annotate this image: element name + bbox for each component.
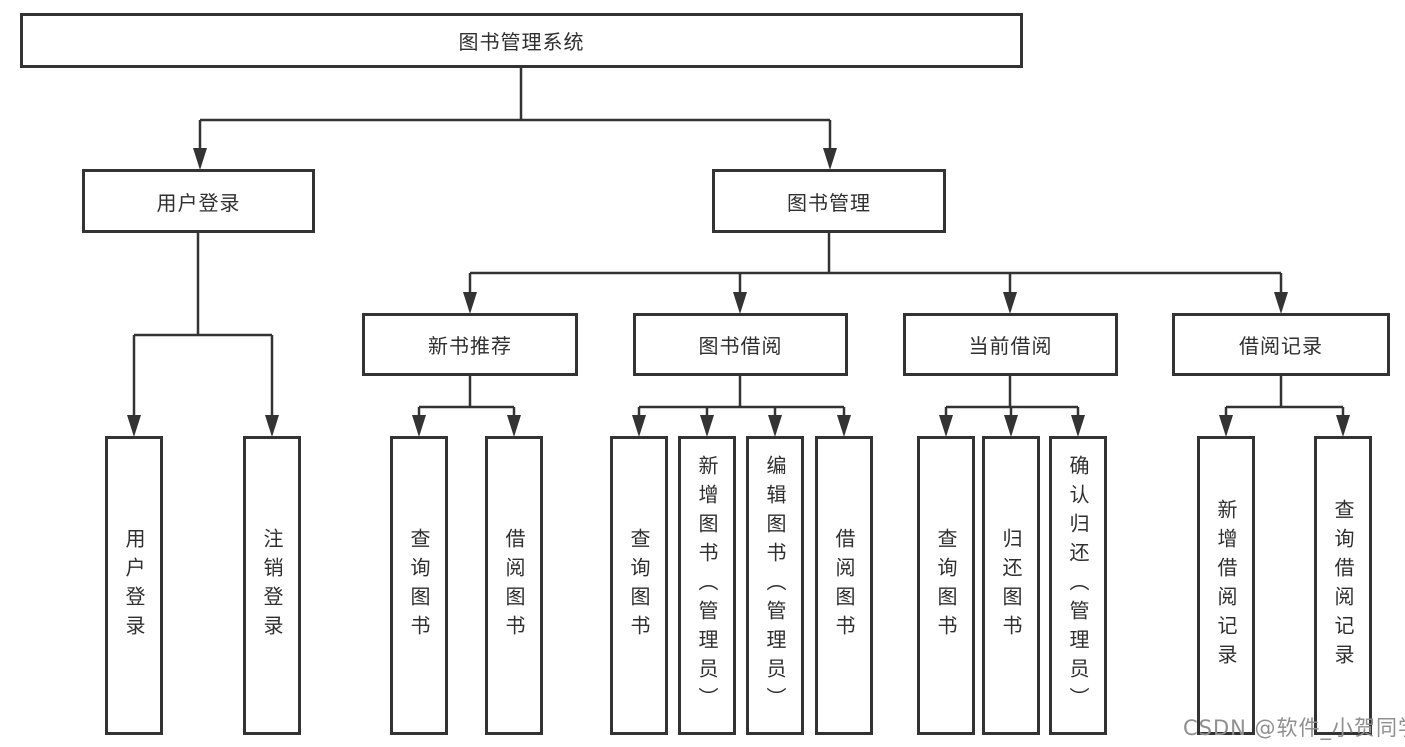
node-new-book-recommend: 新书推荐 [362, 313, 578, 376]
leaf-borrow-book-2-label: 借阅图书 [832, 527, 856, 644]
connector-userlogin-to-leaves [127, 233, 279, 437]
node-new-book-recommend-label: 新书推荐 [428, 334, 512, 358]
arrowhead-icon [412, 415, 426, 437]
node-current-borrow-label: 当前借阅 [968, 334, 1053, 358]
arrowhead-icon [1003, 292, 1017, 314]
node-user-login-label: 用户登录 [156, 190, 241, 215]
arrowhead-icon [1274, 292, 1288, 314]
leaf-user-login-label: 用户登录 [122, 527, 146, 644]
node-borrow-records: 借阅记录 [1172, 313, 1390, 376]
connector-root-to-level2 [193, 68, 837, 170]
leaf-query-borrow-record: 查询借阅记录 [1314, 436, 1372, 735]
leaf-query-book-3-label: 查询图书 [934, 527, 958, 644]
arrowhead-icon [265, 415, 279, 437]
connector-current-to-leaves [939, 376, 1085, 437]
leaf-add-book-admin-label: 新增图书（管理员） [695, 455, 719, 716]
arrowhead-icon [507, 415, 521, 437]
arrowhead-icon [463, 292, 477, 314]
node-root: 图书管理系统 [20, 13, 1023, 68]
arrowhead-icon [837, 415, 851, 437]
leaf-add-book-admin: 新增图书（管理员） [678, 436, 736, 735]
leaf-edit-book-admin-label: 编辑图书（管理员） [763, 455, 787, 716]
arrowhead-icon [1071, 415, 1085, 437]
arrowhead-icon [193, 148, 207, 170]
node-book-management-label: 图书管理 [787, 190, 871, 215]
connector-records-to-leaves [1219, 376, 1350, 437]
leaf-logout: 注销登录 [243, 436, 301, 735]
leaf-edit-book-admin: 编辑图书（管理员） [746, 436, 804, 735]
leaf-query-book-2: 查询图书 [610, 436, 668, 735]
connector-borrowing-to-leaves [632, 376, 851, 437]
leaf-query-book-1: 查询图书 [390, 436, 448, 735]
node-current-borrow: 当前借阅 [903, 313, 1118, 376]
arrowhead-icon [768, 415, 782, 437]
leaf-add-borrow-record: 新增借阅记录 [1197, 436, 1255, 735]
arrowhead-icon [700, 415, 714, 437]
leaf-query-book-1-label: 查询图书 [407, 527, 431, 644]
leaf-query-book-2-label: 查询图书 [627, 527, 651, 644]
node-book-management: 图书管理 [712, 169, 946, 233]
leaf-return-book: 归还图书 [982, 436, 1040, 735]
arrowhead-icon [823, 148, 837, 170]
connector-bookmgmt-to-level3 [463, 233, 1288, 314]
arrowhead-icon [1004, 415, 1018, 437]
node-root-label: 图书管理系统 [458, 30, 585, 54]
leaf-confirm-return-admin-label: 确认归还（管理员） [1066, 455, 1090, 716]
leaf-add-borrow-record-label: 新增借阅记录 [1214, 498, 1238, 673]
node-borrow-records-label: 借阅记录 [1239, 334, 1323, 358]
node-user-login: 用户登录 [82, 169, 315, 233]
leaf-confirm-return-admin: 确认归还（管理员） [1049, 436, 1107, 735]
arrowhead-icon [1336, 415, 1350, 437]
arrowhead-icon [939, 415, 953, 437]
node-book-borrow: 图书借阅 [633, 313, 848, 376]
leaf-query-borrow-record-label: 查询借阅记录 [1331, 498, 1355, 673]
connector-newbooks-to-leaves [412, 376, 521, 437]
leaf-borrow-book-1-label: 借阅图书 [502, 527, 526, 644]
arrowhead-icon [127, 415, 141, 437]
leaf-user-login: 用户登录 [105, 436, 163, 735]
arrowhead-icon [1219, 415, 1233, 437]
arrowhead-icon [632, 415, 646, 437]
leaf-query-book-3: 查询图书 [917, 436, 975, 735]
leaf-logout-label: 注销登录 [260, 527, 284, 644]
arrowhead-icon [733, 292, 747, 314]
leaf-borrow-book-1: 借阅图书 [485, 436, 543, 735]
leaf-return-book-label: 归还图书 [999, 527, 1023, 644]
csdn-watermark: CSDN @软件_小贺同学 [1183, 716, 1405, 740]
leaf-borrow-book-2: 借阅图书 [815, 436, 873, 735]
node-book-borrow-label: 图书借阅 [698, 334, 783, 358]
